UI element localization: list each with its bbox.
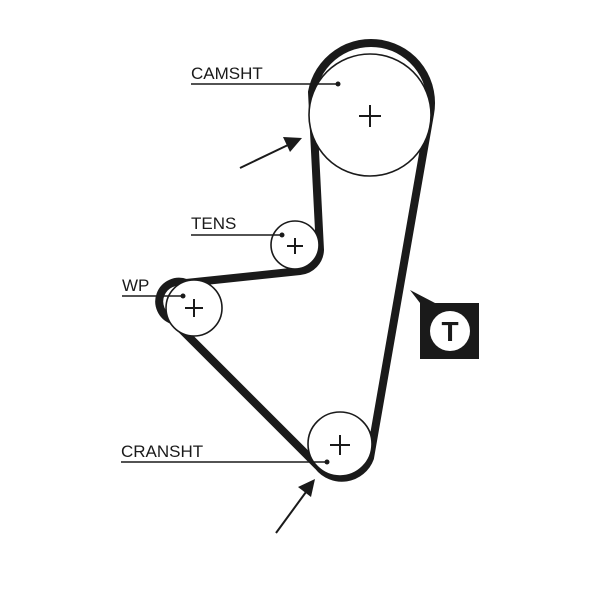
rotation-arrow-lower <box>275 479 315 534</box>
arrow-head-icon <box>283 137 302 152</box>
tension-badge-circle <box>430 311 470 351</box>
tension-badge: T <box>410 290 479 359</box>
tension-badge-letter: T <box>441 316 458 347</box>
tensioner-pulley <box>270 220 320 270</box>
crankshaft-label-group: CRANSHT <box>121 442 330 465</box>
tensioner-label-group: TENS <box>191 214 285 238</box>
water-pump-pulley <box>165 279 223 337</box>
tensioner-label: TENS <box>191 214 236 233</box>
crankshaft-label: CRANSHT <box>121 442 203 461</box>
arrow-head-icon <box>298 479 315 497</box>
tensioner-leader-dot <box>279 232 285 238</box>
water-pump-label: WP <box>122 276 149 295</box>
crankshaft-leader-dot <box>324 459 330 465</box>
water-pump-label-group: WP <box>122 276 186 299</box>
camshaft-label-group: CAMSHT <box>191 64 341 87</box>
camshaft-leader-dot <box>335 81 341 87</box>
tension-badge-pointer <box>410 290 435 303</box>
camshaft-pulley <box>308 53 432 177</box>
water-pump-leader-dot <box>180 293 186 299</box>
rotation-arrow-upper <box>239 137 302 169</box>
camshaft-label: CAMSHT <box>191 64 263 83</box>
crankshaft-pulley <box>307 411 373 477</box>
